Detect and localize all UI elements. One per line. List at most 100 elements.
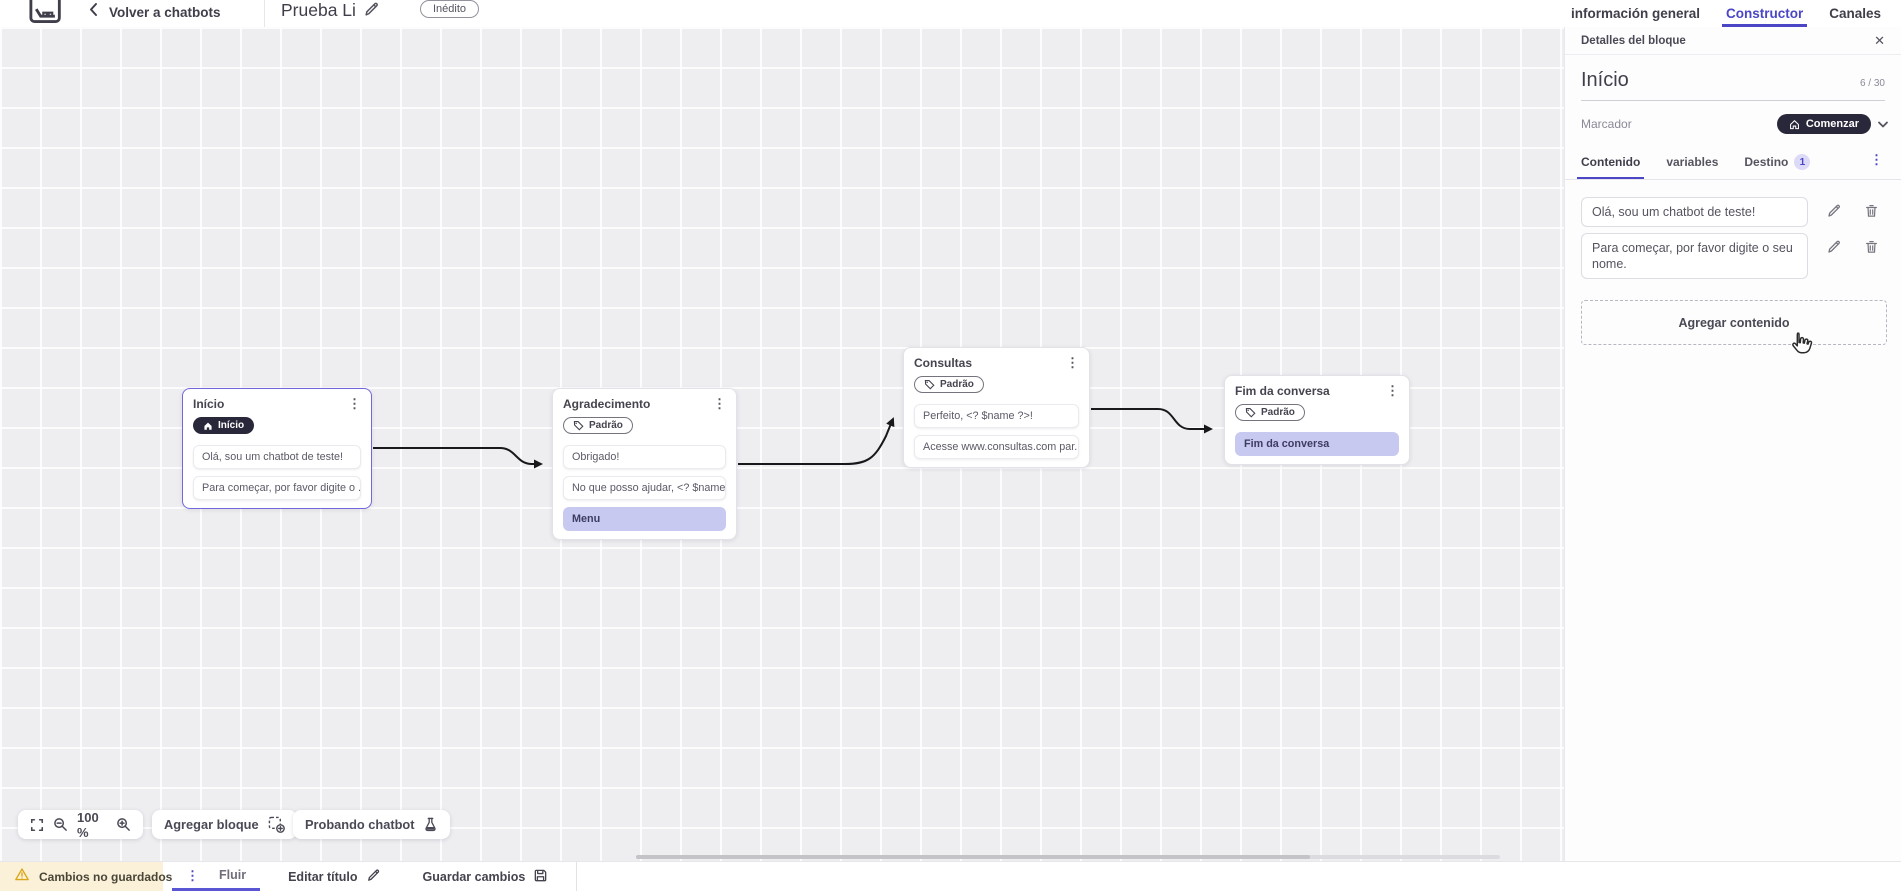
delete-content-icon[interactable] <box>1864 203 1879 219</box>
flow-tab-label: Fluir <box>219 868 247 882</box>
block-details-panel: Detalles del bloque ✕ Início 6 / 30 Marc… <box>1564 27 1901 861</box>
node-content-row[interactable]: Acesse www.consultas.com par... <box>914 435 1079 459</box>
content-item: Para começar, por favor digite o seu nom… <box>1581 233 1879 279</box>
test-chatbot-label: Probando chatbot <box>305 817 415 832</box>
node-content-row[interactable]: Olá, sou um chatbot de teste! <box>193 444 361 469</box>
panel-tabs: Contenido variables Destino 1 ⋮ <box>1565 148 1901 180</box>
add-block-label: Agregar bloque <box>164 817 259 832</box>
zoom-out-icon[interactable] <box>53 817 68 832</box>
marker-row: Marcador Comenzar <box>1565 101 1901 134</box>
node-menu-kebab-icon[interactable]: ⋮ <box>713 396 726 411</box>
connection-inicio-agradecimento <box>373 447 543 469</box>
tab-constructor[interactable]: Constructor <box>1722 0 1808 27</box>
node-rows: Obrigado! No que posso ajudar, <? $name … <box>563 445 726 531</box>
node-agradecimento[interactable]: Agradecimento ⋮ Padrão Obrigado! No que … <box>552 388 737 540</box>
node-title: Fim da conversa <box>1235 384 1330 398</box>
edit-content-icon[interactable] <box>1826 239 1842 255</box>
node-content-row[interactable]: No que posso ajudar, <? $name ... <box>563 476 726 500</box>
block-name-input[interactable]: Início <box>1581 69 1629 91</box>
pencil-icon <box>366 868 381 886</box>
node-menu-kebab-icon[interactable]: ⋮ <box>1066 355 1079 370</box>
node-fim-da-conversa[interactable]: Fim da conversa ⋮ Padrão Fim da conversa <box>1224 375 1410 465</box>
back-label: Volver a chatbots <box>109 4 221 20</box>
unsaved-label: Cambios no guardados <box>39 869 173 884</box>
content-actions <box>1826 239 1879 255</box>
fullscreen-icon[interactable] <box>30 818 44 832</box>
add-block-icon <box>268 816 285 833</box>
footer-divider <box>576 862 578 891</box>
home-icon <box>1789 119 1799 129</box>
block-name-row: Início 6 / 30 <box>1565 55 1901 92</box>
app-logo-icon <box>27 0 65 26</box>
chatbot-title: Prueba Li <box>281 0 356 20</box>
tab-fluir[interactable]: ⋮ Fluir <box>172 862 261 891</box>
flow-kebab-icon[interactable]: ⋮ <box>186 867 199 883</box>
node-content-row[interactable]: Perfeito, <? $name ?>! <box>914 404 1079 428</box>
content-actions <box>1826 203 1879 219</box>
edit-title-pencil-icon[interactable] <box>363 1 380 23</box>
warning-icon <box>14 867 30 887</box>
block-name-underline <box>1581 100 1885 101</box>
panel-header: Detalles del bloque ✕ <box>1565 27 1901 55</box>
node-header: Agradecimento ⋮ <box>563 397 726 411</box>
node-tag-badge: Padrão <box>1235 404 1305 421</box>
destino-count-badge: 1 <box>1794 154 1811 170</box>
tab-contenido[interactable]: Contenido <box>1576 149 1645 179</box>
tab-variables[interactable]: variables <box>1666 155 1719 169</box>
panel-tabs-kebab-icon[interactable]: ⋮ <box>1870 152 1883 167</box>
back-to-chatbots-button[interactable]: Volver a chatbots <box>88 2 221 22</box>
zoom-level: 100 % <box>77 809 99 840</box>
home-icon <box>204 422 212 430</box>
node-content-row[interactable]: Obrigado! <box>563 445 726 469</box>
content-text-2[interactable]: Para começar, por favor digite o seu nom… <box>1581 233 1808 279</box>
node-rows: Olá, sou um chatbot de teste! Para começ… <box>193 444 361 500</box>
zoom-in-icon[interactable] <box>116 817 131 832</box>
node-header: Início ⋮ <box>193 397 361 411</box>
canvas-hscrollbar-thumb[interactable] <box>636 855 1310 859</box>
add-block-button[interactable]: Agregar bloque <box>152 810 297 839</box>
close-icon[interactable]: ✕ <box>1874 32 1885 48</box>
tab-destino[interactable]: Destino 1 <box>1744 148 1811 179</box>
top-tabs: información general Constructor Canales <box>1571 0 1881 27</box>
tag-icon <box>924 380 935 390</box>
node-end-row[interactable]: Fim da conversa <box>1235 432 1399 456</box>
back-chevron-icon <box>88 2 99 22</box>
node-menu-row[interactable]: Menu <box>563 507 726 531</box>
node-menu-kebab-icon[interactable]: ⋮ <box>1386 383 1399 398</box>
node-rows: Perfeito, <? $name ?>! Acesse www.consul… <box>914 404 1079 459</box>
status-badge: Inédito <box>420 0 480 18</box>
edit-content-icon[interactable] <box>1826 203 1842 219</box>
test-chatbot-button[interactable]: Probando chatbot <box>293 810 451 839</box>
char-counter: 6 / 30 <box>1859 78 1885 89</box>
save-icon <box>533 868 548 886</box>
node-tag-badge: Padrão <box>914 376 984 393</box>
node-content-row[interactable]: Para começar, por favor digite o ... <box>193 475 361 500</box>
zoom-toolbar: 100 % <box>18 809 143 840</box>
connection-consultas-fim <box>1091 408 1213 434</box>
node-rows: Fim da conversa <box>1235 432 1399 456</box>
node-title: Consultas <box>914 356 973 370</box>
tab-informacion-general[interactable]: información general <box>1571 6 1701 21</box>
tag-icon <box>1245 408 1256 418</box>
canvas-hscrollbar-track <box>636 855 1500 859</box>
tab-canales[interactable]: Canales <box>1829 6 1882 21</box>
chevron-down-icon[interactable] <box>1877 120 1889 129</box>
node-consultas[interactable]: Consultas ⋮ Padrão Perfeito, <? $name ?>… <box>903 347 1090 468</box>
content-item: Olá, sou um chatbot de teste! <box>1581 197 1879 227</box>
node-header: Fim da conversa ⋮ <box>1235 384 1399 398</box>
bottom-bar: Cambios no guardados ⋮ Fluir Editar títu… <box>0 861 1901 891</box>
content-text-1[interactable]: Olá, sou um chatbot de teste! <box>1581 197 1808 227</box>
node-header: Consultas ⋮ <box>914 356 1079 370</box>
node-tag-badge: Padrão <box>563 417 633 434</box>
save-changes-button[interactable]: Guardar cambios <box>423 862 549 891</box>
flow-canvas[interactable]: Início ⋮ Início Olá, sou um chatbot de t… <box>0 27 1564 861</box>
tag-icon <box>573 421 584 431</box>
add-content-button[interactable]: Agregar contenido <box>1581 300 1887 345</box>
edit-title-button[interactable]: Editar título <box>288 862 380 891</box>
node-inicio[interactable]: Início ⋮ Início Olá, sou um chatbot de t… <box>182 388 372 509</box>
delete-content-icon[interactable] <box>1864 239 1879 255</box>
node-menu-kebab-icon[interactable]: ⋮ <box>348 396 361 411</box>
marker-dropdown[interactable]: Comenzar <box>1776 114 1871 134</box>
unsaved-changes-banner: Cambios no guardados <box>0 862 172 891</box>
